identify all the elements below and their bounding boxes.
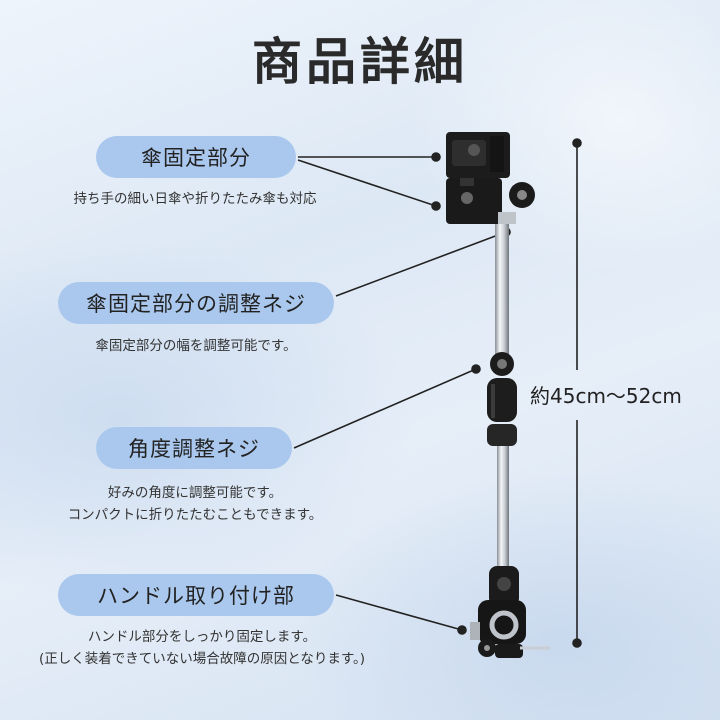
umbrella-holder-product — [446, 132, 550, 658]
callout-desc-angle-screw: 好みの角度に調整可能です。 コンパクトに折りたたむこともできます。 — [67, 485, 323, 523]
callout-desc-holder-screw: 傘固定部分の幅を調整可能です。 — [95, 338, 297, 354]
callout-label-holder-screw: 傘固定部分の調整ネジ — [58, 282, 334, 324]
page-title: 商品詳細 — [252, 33, 468, 91]
measurement-label: 約45cm〜52cm — [530, 384, 682, 408]
callout-desc-handle-mount: ハンドル部分をしっかり固定します。 (正しく装着できていない場合故障の原因となり… — [38, 629, 366, 667]
callout-label-umbrella-holder: 傘固定部分 — [96, 136, 296, 178]
leader-lines — [293, 152, 511, 635]
measurement-bar — [572, 138, 582, 648]
callout-label-angle-screw: 角度調整ネジ — [96, 427, 292, 469]
callout-label-handle-mount: ハンドル取り付け部 — [58, 574, 334, 616]
callout-desc-umbrella-holder: 持ち手の細い日傘や折りたたみ傘も対応 — [73, 191, 317, 207]
